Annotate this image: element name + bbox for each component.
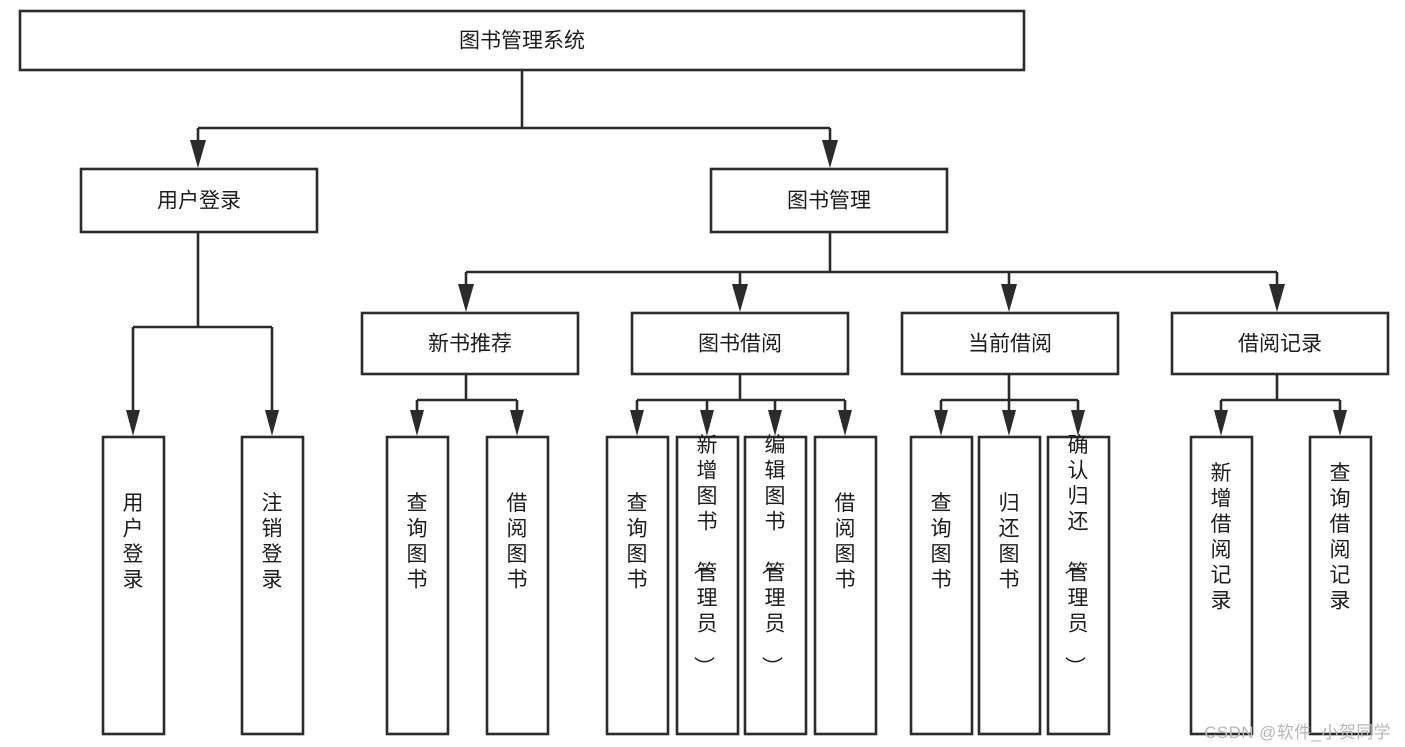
connector-group-new-book	[410, 374, 524, 436]
node-borrow-record-label: 借阅记录	[1238, 333, 1322, 356]
leaf-br-query-record-box[interactable]	[1308, 435, 1373, 736]
leaf-node-cb-return-book[interactable]: 归还图书	[977, 435, 1042, 736]
arrow-head-cb-return-book	[1002, 410, 1016, 436]
leaf-br-add-record-box[interactable]	[1189, 435, 1254, 736]
leaf-node-bb-add-book[interactable]: 新增图书（管理员）	[675, 434, 740, 736]
leaf-node-cb-confirm-return[interactable]: 确认归还（管理员）	[1046, 434, 1111, 736]
node-current-borrow-label: 当前借阅	[968, 333, 1052, 356]
arrow-head-br-add-record	[1214, 410, 1228, 436]
leaf-node-logout[interactable]: 注销登录	[240, 435, 305, 736]
leaf-nb-borrow-book-label: 借阅图书	[507, 492, 528, 592]
connector-group-book-borrow	[630, 374, 852, 436]
leaf-br-add-record-label: 新增借阅记录	[1211, 462, 1232, 613]
leaf-node-nb-borrow-book[interactable]: 借阅图书	[485, 435, 550, 736]
leaf-cb-query-book-label: 查询图书	[931, 492, 952, 592]
leaf-br-query-record-label: 查询借阅记录	[1330, 462, 1351, 613]
leaf-nb-query-book-box[interactable]	[385, 435, 450, 736]
leaf-logout-label: 注销登录	[262, 492, 283, 592]
arrow-head-cb-confirm-return	[1071, 410, 1085, 436]
connector-group-borrow-record	[1214, 374, 1347, 436]
arrow-head-bb-add-book	[700, 410, 714, 436]
leaf-node-bb-edit-book[interactable]: 编辑图书（管理员）	[743, 434, 808, 736]
node-current-borrow[interactable]: 当前借阅	[900, 311, 1120, 376]
leaf-cb-return-book-box[interactable]	[977, 435, 1042, 736]
arrow-head-br-query-record	[1333, 410, 1347, 436]
leaf-bb-borrow-book-box[interactable]	[813, 435, 878, 736]
leaf-cb-return-book-label: 归还图书	[999, 492, 1020, 592]
node-book-manage[interactable]: 图书管理	[709, 167, 949, 234]
leaf-cb-query-book-box[interactable]	[909, 435, 974, 736]
connector-group-user-login	[126, 232, 279, 436]
leaf-bb-add-book-box[interactable]	[675, 435, 740, 736]
leaf-node-nb-query-book[interactable]: 查询图书	[385, 435, 450, 736]
arrow-head-bb-borrow-book	[838, 410, 852, 436]
connector-group-root	[190, 70, 838, 168]
arrow-head-nb-borrow-book	[510, 410, 524, 436]
arrow-head-nb-query-book	[410, 410, 424, 436]
arrow-head-book-borrow	[732, 284, 748, 312]
node-current-borrow-box[interactable]	[900, 311, 1120, 376]
arrow-head-new-book	[458, 284, 474, 312]
node-user-login-box[interactable]	[79, 167, 319, 234]
leaf-node-bb-query-book[interactable]: 查询图书	[605, 435, 670, 736]
leaf-bb-edit-book-label: 编辑图书（管理员）	[760, 434, 786, 677]
leaf-bb-query-book-label: 查询图书	[627, 492, 648, 592]
leaf-bb-edit-book-box[interactable]	[743, 435, 808, 736]
arrow-head-bb-edit-book	[768, 410, 782, 436]
arrow-head-user-login	[190, 140, 206, 168]
watermark-text: CSDN @软件_小贺同学	[1204, 723, 1391, 742]
leaf-user-login-box[interactable]	[101, 435, 166, 736]
node-book-borrow-box[interactable]	[630, 311, 850, 376]
leaf-bb-query-book-box[interactable]	[605, 435, 670, 736]
leaf-bb-borrow-book-label: 借阅图书	[835, 492, 856, 592]
node-book-borrow-label: 图书借阅	[698, 333, 782, 356]
node-book-manage-box[interactable]	[709, 167, 949, 234]
node-root[interactable]: 图书管理系统	[18, 9, 1026, 72]
leaf-node-br-add-record[interactable]: 新增借阅记录	[1189, 435, 1254, 736]
arrow-head-cb-query-book	[934, 410, 948, 436]
node-borrow-record-box[interactable]	[1170, 311, 1390, 376]
leaf-cb-confirm-return-label: 确认归还（管理员）	[1063, 434, 1089, 677]
arrow-head-leaf-user-login	[126, 410, 140, 436]
node-new-book-recommend-box[interactable]	[360, 311, 580, 376]
leaf-node-user-login[interactable]: 用户登录	[101, 435, 166, 736]
arrow-head-borrow-record	[1269, 284, 1285, 312]
node-user-login[interactable]: 用户登录	[79, 167, 319, 234]
leaf-user-login-label: 用户登录	[123, 492, 144, 592]
node-new-book-recommend[interactable]: 新书推荐	[360, 311, 580, 376]
node-root-label: 图书管理系统	[459, 30, 585, 53]
leaf-node-cb-query-book[interactable]: 查询图书	[909, 435, 974, 736]
leaf-logout-box[interactable]	[240, 435, 305, 736]
leaf-node-bb-borrow-book[interactable]: 借阅图书	[813, 435, 878, 736]
arrow-head-current-borrow	[1001, 284, 1017, 312]
arrow-head-leaf-logout	[265, 410, 279, 436]
connector-group-current-borrow	[934, 374, 1085, 436]
node-borrow-record[interactable]: 借阅记录	[1170, 311, 1390, 376]
leaf-nb-query-book-label: 查询图书	[407, 492, 428, 592]
arrow-head-bb-query-book	[630, 410, 644, 436]
node-root-box[interactable]	[18, 9, 1026, 72]
leaf-nb-borrow-book-box[interactable]	[485, 435, 550, 736]
arrow-head-book-manage	[822, 140, 838, 168]
leaf-bb-add-book-label: 新增图书（管理员）	[692, 434, 718, 677]
node-book-borrow[interactable]: 图书借阅	[630, 311, 850, 376]
leaf-node-br-query-record[interactable]: 查询借阅记录	[1308, 435, 1373, 736]
connector-group-book-manage	[458, 232, 1285, 312]
node-new-book-recommend-label: 新书推荐	[428, 333, 512, 356]
node-user-login-label: 用户登录	[157, 190, 241, 213]
node-book-manage-label: 图书管理	[787, 190, 871, 213]
leaf-cb-confirm-return-box[interactable]	[1046, 435, 1111, 736]
